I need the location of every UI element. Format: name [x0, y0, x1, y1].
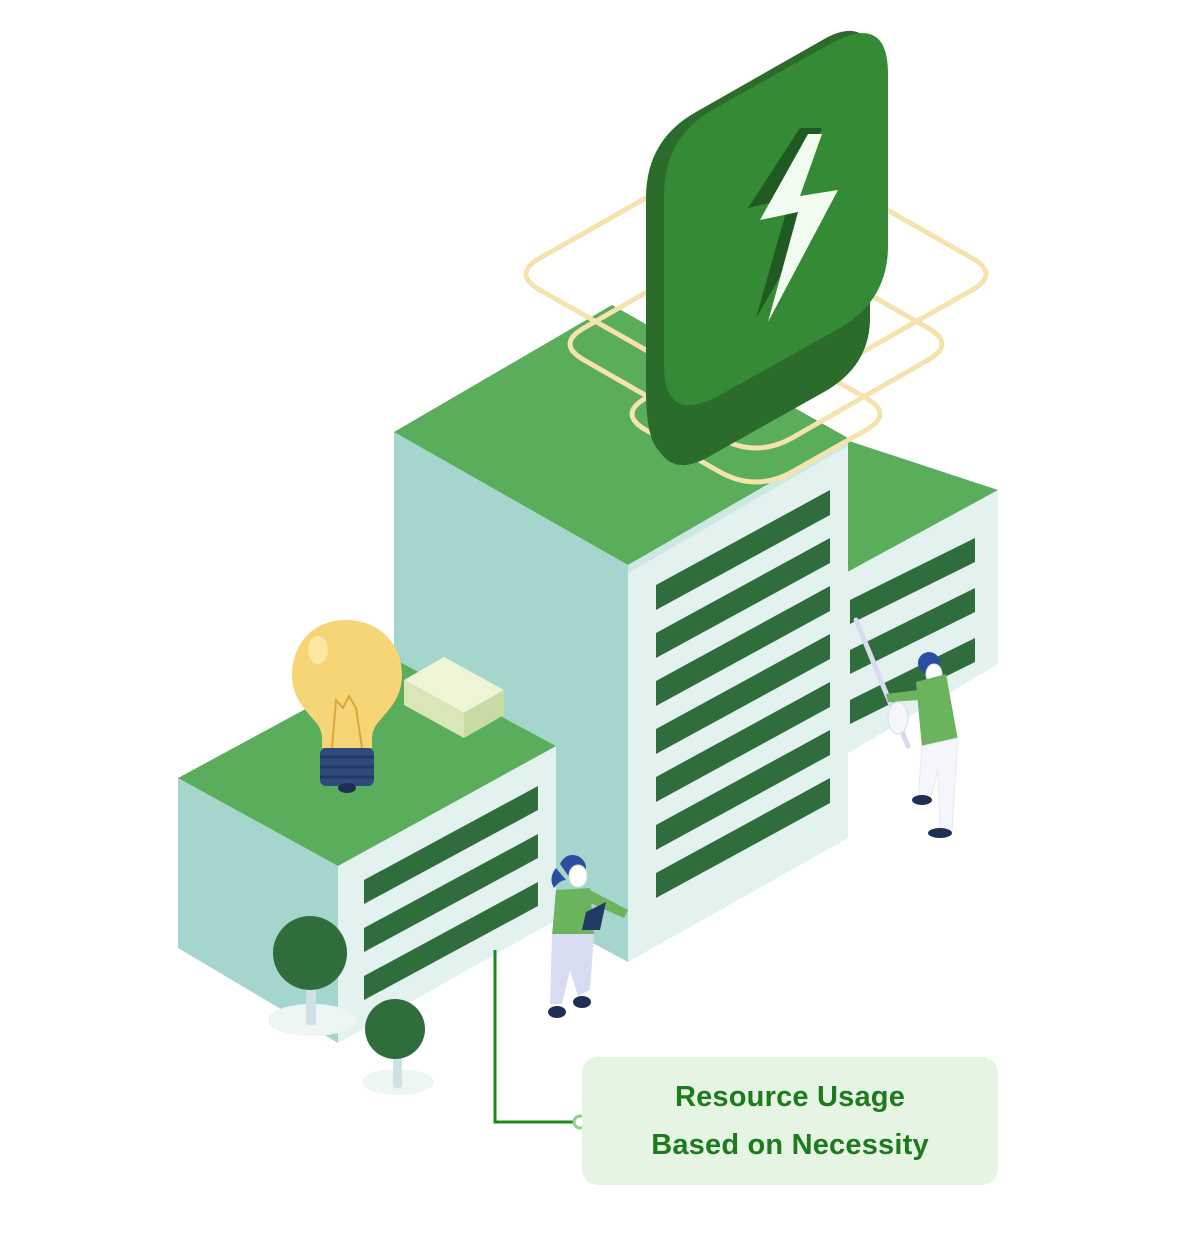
front-building-windows: [364, 786, 538, 1000]
lightning-badge: [646, 30, 888, 466]
rooftop-box: [404, 657, 504, 738]
back-building: [840, 438, 998, 758]
light-bulb-icon: [292, 620, 402, 793]
resource-usage-callout: Resource Usage Based on Necessity: [582, 1057, 998, 1185]
tree-large: [268, 916, 356, 1036]
callout-line-1: Resource Usage: [674, 1081, 906, 1113]
callout-line-2: Based on Necessity: [651, 1129, 929, 1161]
person-woman-with-tablet: [548, 855, 628, 1018]
main-building-windows: [656, 490, 830, 898]
back-building-windows: [850, 538, 975, 724]
lightning-bolt-icon: [748, 128, 838, 322]
person-man-painting: [853, 617, 959, 838]
tree-small: [362, 999, 434, 1095]
